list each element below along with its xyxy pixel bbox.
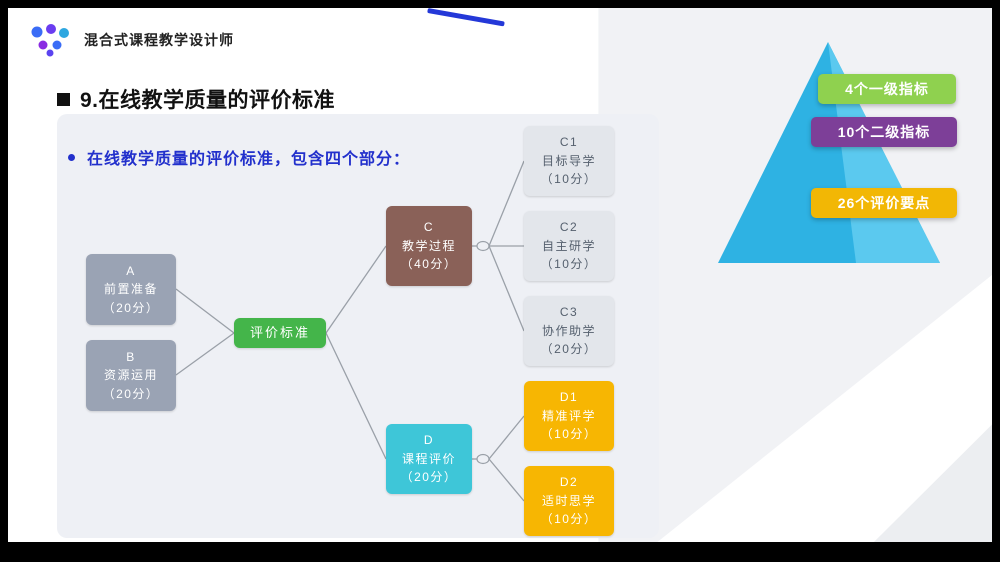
node-d-score: （20分） xyxy=(400,470,458,485)
page-title: 9.在线教学质量的评价标准 xyxy=(80,89,336,112)
node-a-code: A xyxy=(126,263,136,278)
brand-name: 混合式课程教学设计师 xyxy=(84,32,234,48)
node-c3-score: （20分） xyxy=(540,342,598,357)
node-d-name: 课程评价 xyxy=(401,451,456,466)
node-c2-code: C2 xyxy=(559,220,579,235)
node-c3-code: C3 xyxy=(559,305,579,320)
node-b-name: 资源运用 xyxy=(103,368,158,383)
intro-line: 在线教学质量的评价标准，包含四个部分： xyxy=(68,145,410,169)
node-c-score: （40分） xyxy=(400,257,458,272)
pyramid-shape xyxy=(718,42,940,263)
bullet-dot-icon xyxy=(68,153,75,161)
node-c2-score: （10分） xyxy=(540,257,598,272)
node-d2-code: D2 xyxy=(559,475,579,490)
pyramid-label-level2: 10个二级指标 xyxy=(811,117,957,147)
title-square-bullet xyxy=(57,92,70,106)
node-c: C 教学过程 （40分） xyxy=(386,206,472,286)
node-b: B 资源运用 （20分） xyxy=(86,340,176,411)
node-center: 评价标准 xyxy=(234,318,326,348)
node-d-code: D xyxy=(423,433,435,448)
pyramid-label-level3: 26个评价要点 xyxy=(811,188,957,218)
node-c3: C3 协作助学 （20分） xyxy=(524,296,614,366)
node-c2-name: 自主研学 xyxy=(541,238,596,253)
node-c1: C1 目标导学 （10分） xyxy=(524,126,614,196)
node-d2-name: 适时思学 xyxy=(541,493,596,508)
node-d1-name: 精准评学 xyxy=(541,408,596,423)
node-d2-score: （10分） xyxy=(540,512,598,527)
node-a-name: 前置准备 xyxy=(103,282,158,297)
node-b-score: （20分） xyxy=(102,386,160,401)
brand-logo-icon xyxy=(31,24,69,57)
node-c3-name: 协作助学 xyxy=(541,323,596,338)
node-a-score: （20分） xyxy=(102,300,160,315)
node-d1-code: D1 xyxy=(559,390,579,405)
node-b-code: B xyxy=(126,349,136,364)
node-d: D 课程评价 （20分） xyxy=(386,424,472,494)
slide: 混合式课程教学设计师 9.在线教学质量的评价标准 在线教学质量的评价标准，包含四… xyxy=(8,8,992,542)
page-title-row: 9.在线教学质量的评价标准 xyxy=(57,84,335,114)
blue-slash-decoration xyxy=(427,8,505,27)
node-c-name: 教学过程 xyxy=(401,238,456,253)
node-c1-name: 目标导学 xyxy=(541,153,596,168)
node-a: A 前置准备 （20分） xyxy=(86,254,176,325)
node-c1-code: C1 xyxy=(559,135,579,150)
node-c2: C2 自主研学 （10分） xyxy=(524,211,614,281)
node-c1-score: （10分） xyxy=(540,172,598,187)
node-d2: D2 适时思学 （10分） xyxy=(524,466,614,536)
node-center-label: 评价标准 xyxy=(249,324,310,340)
pyramid-label-level1: 4个一级指标 xyxy=(818,74,956,104)
intro-text: 在线教学质量的评价标准，包含四个部分： xyxy=(87,151,411,168)
brand: 混合式课程教学设计师 xyxy=(28,22,234,58)
node-d1: D1 精准评学 （10分） xyxy=(524,381,614,451)
node-c-code: C xyxy=(423,220,435,235)
node-d1-score: （10分） xyxy=(540,427,598,442)
